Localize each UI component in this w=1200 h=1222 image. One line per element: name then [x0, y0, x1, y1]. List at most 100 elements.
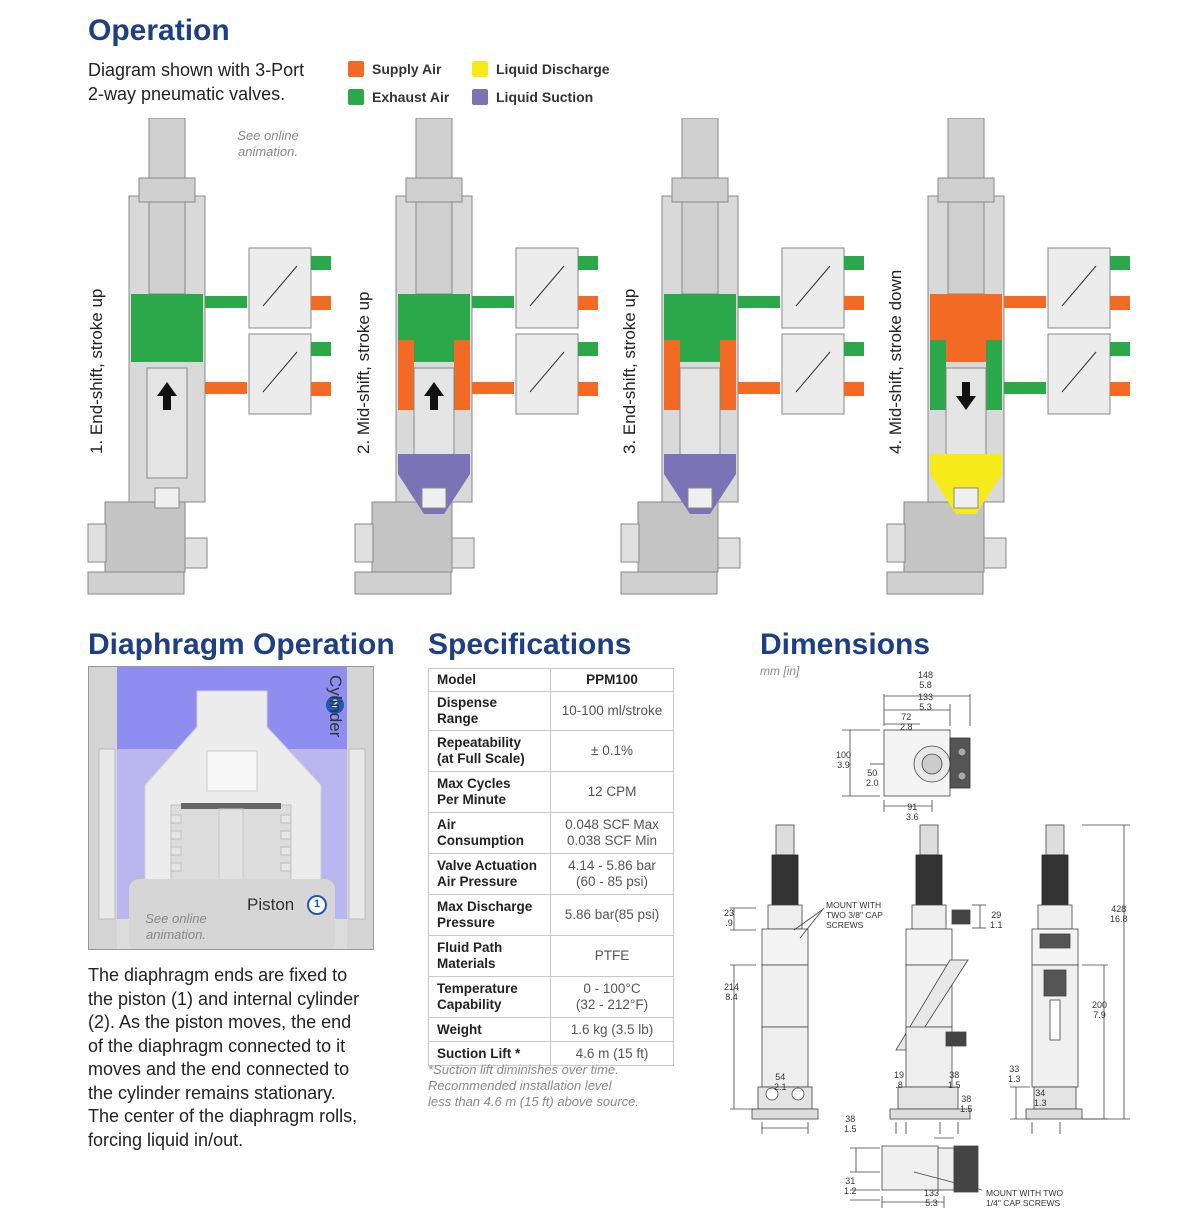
row-value-2: 0.038 SCF Min	[566, 833, 658, 848]
legend-label: Supply Air	[372, 61, 442, 77]
panel-label: 3. End-shift, stroke up	[620, 288, 639, 454]
dim-19: 19.8	[894, 1070, 904, 1090]
row-key: Dispense Range	[437, 695, 498, 726]
fluid-chamber	[398, 454, 470, 514]
valve-switch	[1061, 265, 1097, 307]
dim-value-in: 16.8	[1110, 914, 1128, 924]
piston-rod	[681, 118, 719, 295]
footnote-line: less than 4.6 m (15 ft) above source.	[428, 1094, 639, 1109]
dim-value-in: 2.8	[900, 722, 913, 732]
dim-23: 23.9	[724, 908, 734, 928]
note-line: animation.	[238, 144, 298, 159]
valve-switch	[529, 265, 565, 307]
diaphragm-title: Diaphragm Operation	[88, 628, 395, 661]
dim-value: 38	[845, 1114, 856, 1124]
diaphragm-illustration: 2 1 Cylinder Piston See online animation…	[88, 666, 374, 950]
cylinder-label: Cylinder	[326, 675, 345, 738]
dim-value-in: .9	[725, 918, 733, 928]
lower-chamber-right	[454, 340, 470, 410]
description-line: The diaphragm ends are fixed to	[88, 965, 348, 985]
exhaust-port	[311, 342, 331, 356]
dim-value: 148	[918, 670, 934, 680]
outlet-fitting	[717, 537, 741, 569]
note-line: MOUNT WITH TWO	[986, 1188, 1064, 1198]
diaphragm-animation-note: See online animation.	[137, 911, 215, 943]
table-row: Repeatability(at Full Scale)± 0.1%	[428, 730, 674, 772]
description-line: the cylinder remains stationary.	[88, 1082, 336, 1103]
check-valve	[154, 487, 180, 509]
table-row: Suction Lift *4.6 m (15 ft)	[428, 1041, 674, 1066]
note-line: SCREWS	[826, 920, 864, 930]
supply-port	[578, 382, 598, 396]
arrow-up-icon	[424, 382, 444, 410]
operation-panel-2: 2. Mid-shift, stroke up	[352, 118, 602, 596]
row-value-2: (32 - 212°F)	[575, 997, 649, 1012]
row-value-2: (60 - 85 psi)	[575, 874, 649, 889]
rod-collar	[937, 177, 995, 203]
base-plate	[620, 571, 718, 595]
outlet-fitting	[983, 537, 1007, 569]
base-plate	[886, 571, 984, 595]
note-line: TWO 3/8" CAP	[826, 910, 883, 920]
row-value: 4.14 - 5.86 bar	[568, 858, 656, 873]
base-plate	[354, 571, 452, 595]
dim-value-in: 5.3	[925, 1198, 938, 1208]
dim-value: 72	[901, 712, 912, 722]
supply-port	[1110, 296, 1130, 310]
dim-value: 200	[1092, 1000, 1108, 1010]
dim-value-in: 1.1	[990, 920, 1003, 930]
piston-rod	[947, 118, 985, 295]
valve-switch	[795, 351, 831, 393]
header-value: PPM100	[550, 668, 674, 692]
piston-rod	[148, 118, 186, 295]
legend-exhaust-air: Exhaust Air	[348, 89, 449, 105]
lower-chamber-right	[720, 340, 736, 410]
subtitle-line: 2-way pneumatic valves.	[88, 84, 286, 104]
operation-panel-3: 3. End-shift, stroke up	[618, 118, 868, 596]
row-key-2: Air Pressure	[437, 874, 518, 889]
description-line: The center of the diaphragm rolls,	[88, 1106, 358, 1126]
fluid-chamber	[664, 454, 736, 514]
valve-block	[1047, 333, 1111, 415]
bottom-view	[793, 909, 983, 1208]
arrow-up-icon	[157, 382, 177, 410]
valve-switch	[795, 265, 831, 307]
row-key-2: Materials	[437, 956, 496, 971]
subtitle-line: Diagram shown with 3-Port	[88, 60, 305, 80]
dim-value: 34	[1035, 1088, 1046, 1098]
exhaust-port	[578, 342, 598, 356]
description-line: moves and the end connected to	[88, 1059, 350, 1079]
dim-value: 133	[924, 1188, 940, 1198]
rod-collar	[138, 177, 196, 203]
row-key-2: Capability	[437, 997, 502, 1012]
dim-value: 54	[775, 1072, 786, 1082]
panel-label: 1. End-shift, stroke up	[87, 288, 106, 454]
dim-value-in: 5.3	[919, 702, 932, 712]
inlet-fitting	[87, 523, 107, 563]
diaphragm-description: The diaphragm ends are fixed to the pist…	[88, 964, 388, 1152]
liquid-discharge-swatch	[472, 61, 488, 77]
row-key: Weight	[437, 1021, 482, 1037]
supply-port	[1110, 382, 1130, 396]
inlet-fitting	[620, 523, 640, 563]
right-view	[1010, 824, 1130, 1134]
dim-value: 428	[1111, 904, 1127, 914]
row-key: Air Consumption	[437, 817, 524, 848]
row-key: Suction Lift *	[437, 1045, 521, 1061]
exhaust-port	[578, 256, 598, 270]
dim-value: 91	[907, 802, 918, 812]
row-value: PTFE	[594, 948, 630, 963]
